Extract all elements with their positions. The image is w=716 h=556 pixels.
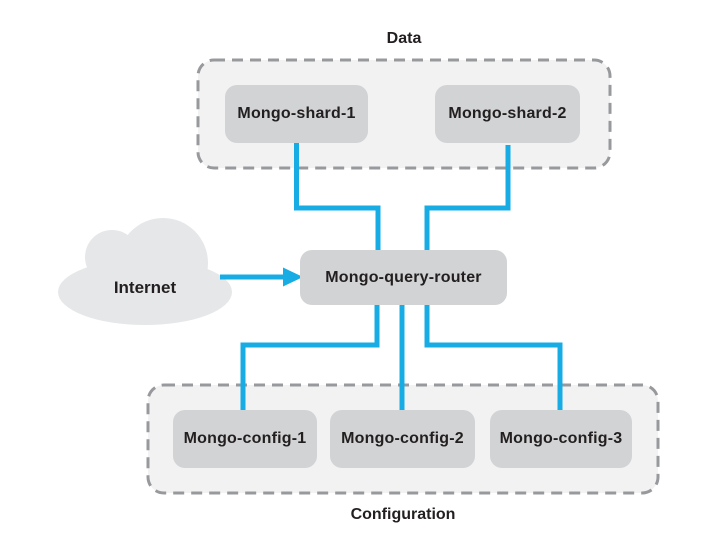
node-mongo-config-1: Mongo-config-1 bbox=[173, 410, 317, 468]
node-mongo-query-router: Mongo-query-router bbox=[300, 250, 507, 305]
node-mongo-shard-2: Mongo-shard-2 bbox=[435, 85, 580, 143]
connector-shard1-to-router bbox=[294, 143, 381, 252]
connector-router-to-config1 bbox=[240, 303, 380, 412]
node-mongo-config-3: Mongo-config-3 bbox=[490, 410, 632, 468]
internet-cloud-icon bbox=[58, 218, 232, 325]
node-mongo-shard-1: Mongo-shard-1 bbox=[225, 85, 368, 143]
internet-label: Internet bbox=[113, 278, 177, 297]
connector-router-to-config3 bbox=[424, 303, 563, 412]
configuration-group-label: Configuration bbox=[350, 506, 456, 523]
internet-to-router-arrow bbox=[220, 267, 303, 287]
data-group-label: Data bbox=[386, 30, 422, 47]
connector-shard2-to-router bbox=[424, 145, 511, 252]
node-mongo-config-2: Mongo-config-2 bbox=[330, 410, 475, 468]
